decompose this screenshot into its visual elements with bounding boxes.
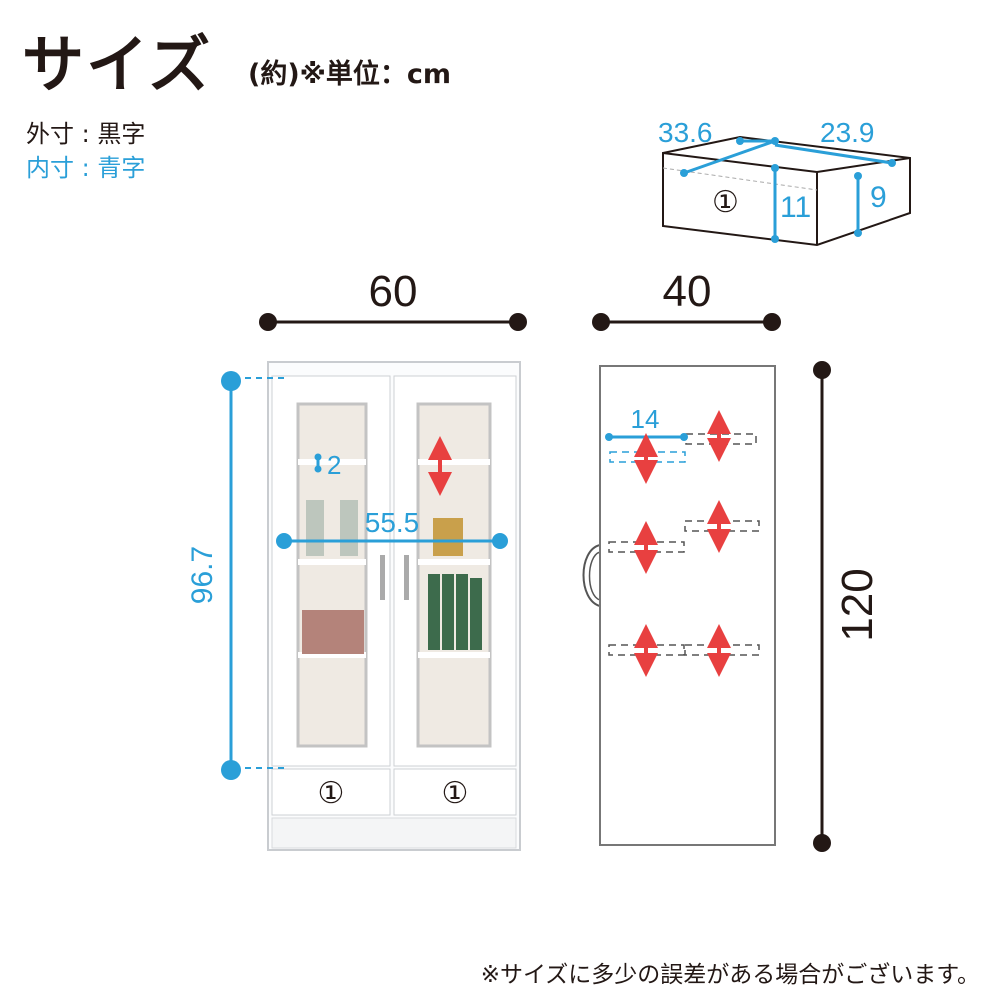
legend-outer: 外寸 : 黒字 bbox=[26, 120, 146, 148]
inner-height-label: 96.7 bbox=[186, 546, 219, 604]
front-width-label: 60 bbox=[369, 267, 418, 316]
cabinet-side: 14 bbox=[582, 365, 776, 846]
legend-inner: 内寸 : 青字 bbox=[26, 154, 146, 182]
drawer-width-label: 33.6 bbox=[658, 117, 713, 148]
page-title: サイズ bbox=[22, 28, 213, 101]
unit-note: (約)※単位：cm bbox=[248, 59, 452, 90]
front-width-dimension: 60 bbox=[259, 267, 527, 331]
drawer-height-inner-label: 9 bbox=[870, 181, 887, 214]
cabinet-front: ① ① bbox=[267, 361, 521, 851]
side-depth-label: 40 bbox=[663, 267, 712, 316]
drawer-detail: 33.6 23.9 11 9 ① bbox=[658, 117, 911, 247]
door-handle-right bbox=[404, 555, 409, 600]
drawer-number-label: ① bbox=[712, 185, 739, 220]
shelf-depth-label: 14 bbox=[631, 404, 660, 434]
drawer-left-label: ① bbox=[318, 776, 345, 811]
door-handle-left bbox=[380, 555, 385, 600]
tolerance-note: ※サイズに多少の誤差がある場合がございます。 bbox=[480, 962, 980, 988]
inner-width-label: 55.5 bbox=[365, 507, 420, 538]
side-depth-dimension: 40 bbox=[592, 267, 781, 331]
front-inner-dimensions: 96.7 55.5 2 bbox=[186, 371, 508, 780]
shelf-thickness-label: 2 bbox=[327, 450, 341, 480]
drawer-right-label: ① bbox=[442, 776, 469, 811]
side-height-dimension: 120 bbox=[813, 361, 882, 852]
drawer-height-outer-label: 11 bbox=[780, 191, 811, 224]
side-height-label: 120 bbox=[833, 568, 882, 641]
drawer-depth-label: 23.9 bbox=[820, 117, 875, 148]
